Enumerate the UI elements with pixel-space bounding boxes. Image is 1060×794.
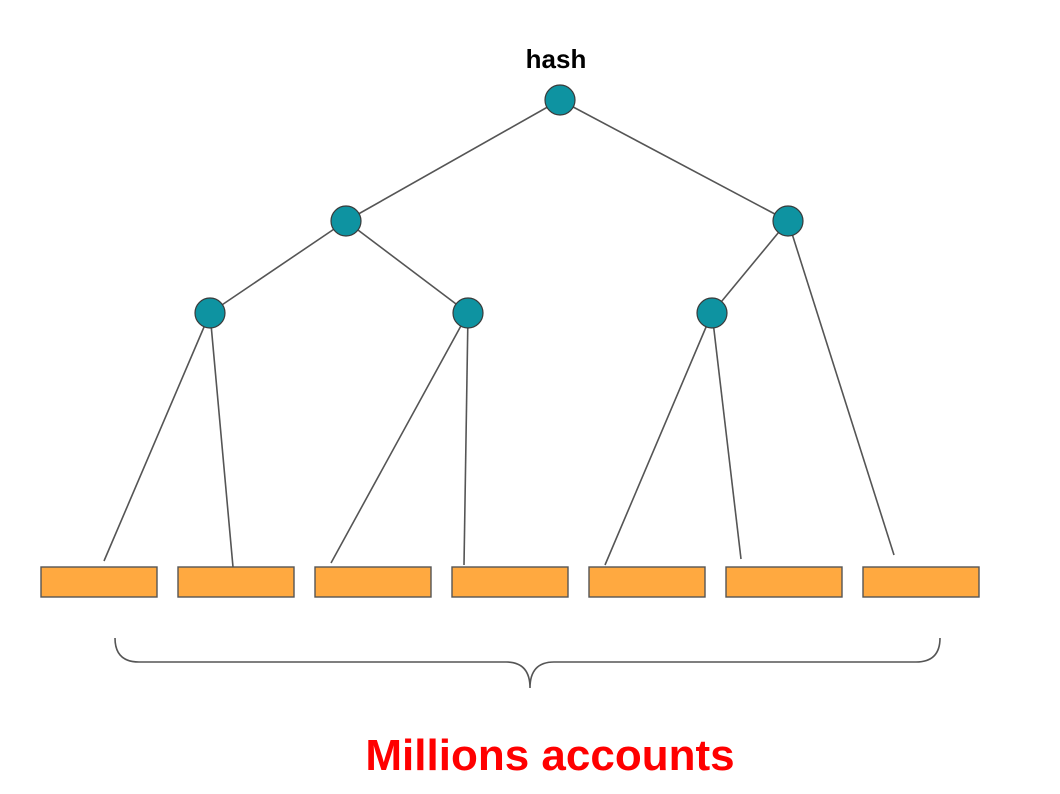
account-leaf-3	[314, 566, 432, 598]
account-leaves	[40, 566, 980, 598]
edge-node-lr-leaf-3	[330, 312, 469, 564]
edge-right-leaf-7	[787, 220, 895, 556]
account-leaf-6	[725, 566, 843, 598]
edge-left-leftright	[345, 220, 469, 314]
account-leaf-1	[40, 566, 158, 598]
node-left-right	[452, 297, 484, 329]
accounts-brace	[114, 637, 941, 689]
edge-node-lr-leaf-4	[463, 312, 469, 566]
account-leaf-2	[177, 566, 295, 598]
account-leaf-4	[451, 566, 569, 598]
root-node	[544, 84, 576, 116]
edge-node-ll-leaf-2	[209, 312, 234, 568]
root-hash-label: hash	[525, 44, 587, 74]
edge-node-rl-leaf-6	[711, 312, 742, 560]
account-leaf-5	[588, 566, 706, 598]
edge-root-right	[559, 99, 789, 222]
tree-nodes	[194, 84, 804, 329]
tree-edges	[103, 99, 895, 568]
node-right-left	[696, 297, 728, 329]
edge-left-leftleft	[209, 220, 347, 314]
edge-root-left	[345, 99, 561, 222]
edge-node-ll-leaf-1	[103, 312, 211, 562]
edge-right-rightleft	[711, 220, 789, 314]
accounts-caption: Millions accounts	[365, 731, 735, 780]
node-right	[772, 205, 804, 237]
node-left-left	[194, 297, 226, 329]
node-left	[330, 205, 362, 237]
edge-node-rl-leaf-5	[604, 312, 713, 566]
account-leaf-7	[862, 566, 980, 598]
